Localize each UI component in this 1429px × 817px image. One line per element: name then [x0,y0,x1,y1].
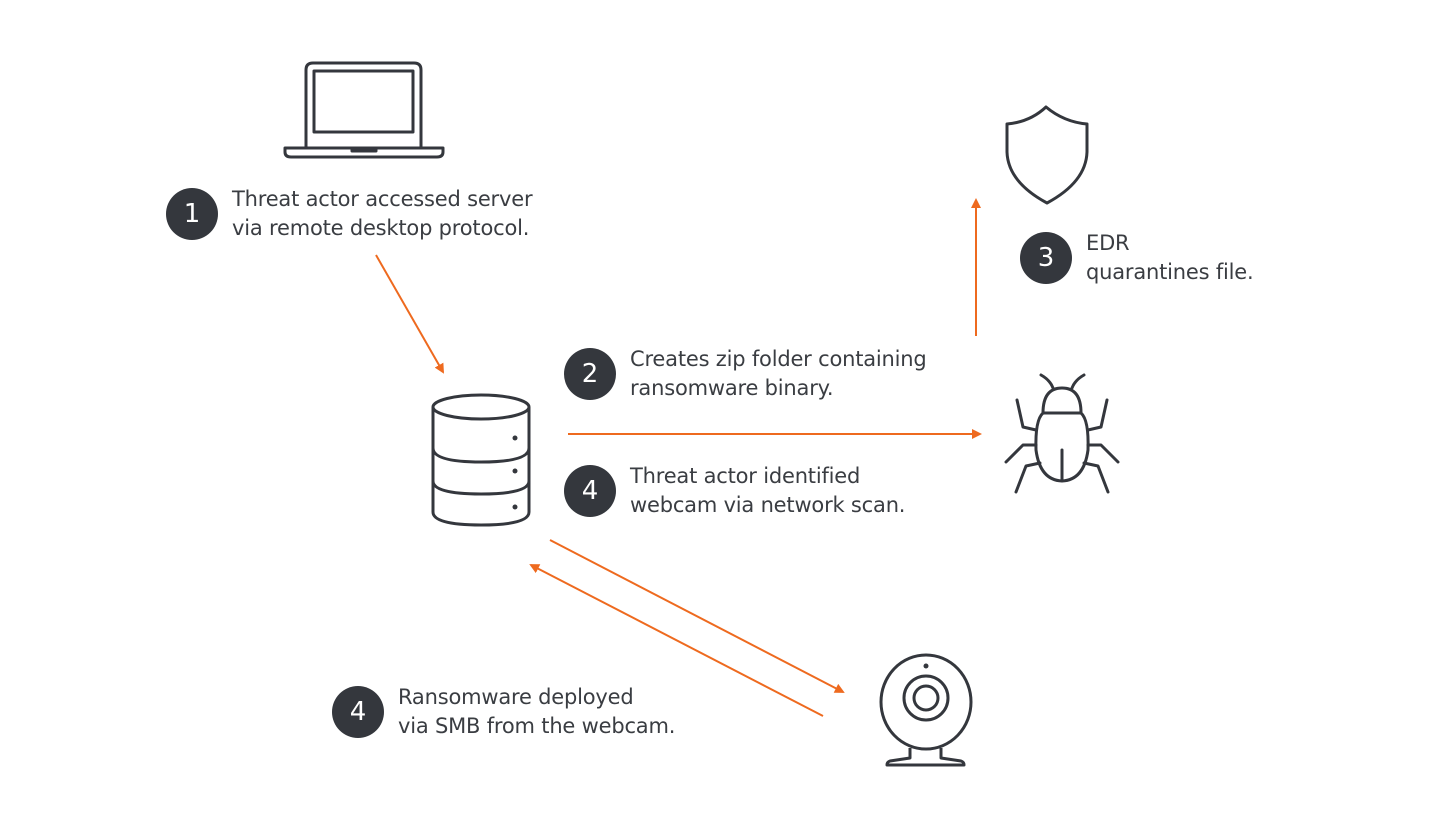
step-label-line: Threat actor accessed server [232,187,533,211]
step-label-line: Threat actor identified [630,464,861,488]
step-label-line: webcam via network scan. [630,493,906,517]
arrow-webcam-to-server [529,564,824,717]
step-1: 1 Threat actor accessed server via remot… [166,185,533,243]
step-label-line: via SMB from the webcam. [398,714,676,738]
step-number-badge: 3 [1020,232,1072,284]
laptop-icon [283,61,445,159]
step-label: Threat actor identified webcam via netwo… [630,462,905,520]
step-label-line: Ransomware deployed [398,685,634,709]
database-server-icon [431,393,531,527]
step-label-line: quarantines file. [1086,260,1254,284]
step-label-line: via remote desktop protocol. [232,216,530,240]
shield-icon [1005,105,1089,205]
webcam-icon [879,653,973,767]
step-number-badge: 2 [564,348,616,400]
step-number-badge: 4 [564,465,616,517]
step-4-network-scan: 4 Threat actor identified webcam via net… [564,462,905,520]
step-label-line: ransomware binary. [630,376,834,400]
step-4-smb-deploy: 4 Ransomware deployed via SMB from the w… [332,683,675,741]
arrow-laptop-to-server [375,254,444,374]
step-label-line: Creates zip folder containing [630,347,927,371]
bug-icon [1004,373,1120,494]
step-label-line: EDR [1086,231,1130,255]
step-label: Ransomware deployed via SMB from the web… [398,683,675,741]
step-number-badge: 1 [166,188,218,240]
step-label: EDR quarantines file. [1086,229,1254,287]
step-number-badge: 4 [332,686,384,738]
arrow-server-to-webcam [549,539,845,693]
step-label: Creates zip folder containing ransomware… [630,345,927,403]
step-2: 2 Creates zip folder containing ransomwa… [564,345,927,403]
step-label: Threat actor accessed server via remote … [232,185,533,243]
step-3: 3 EDR quarantines file. [1020,229,1254,287]
